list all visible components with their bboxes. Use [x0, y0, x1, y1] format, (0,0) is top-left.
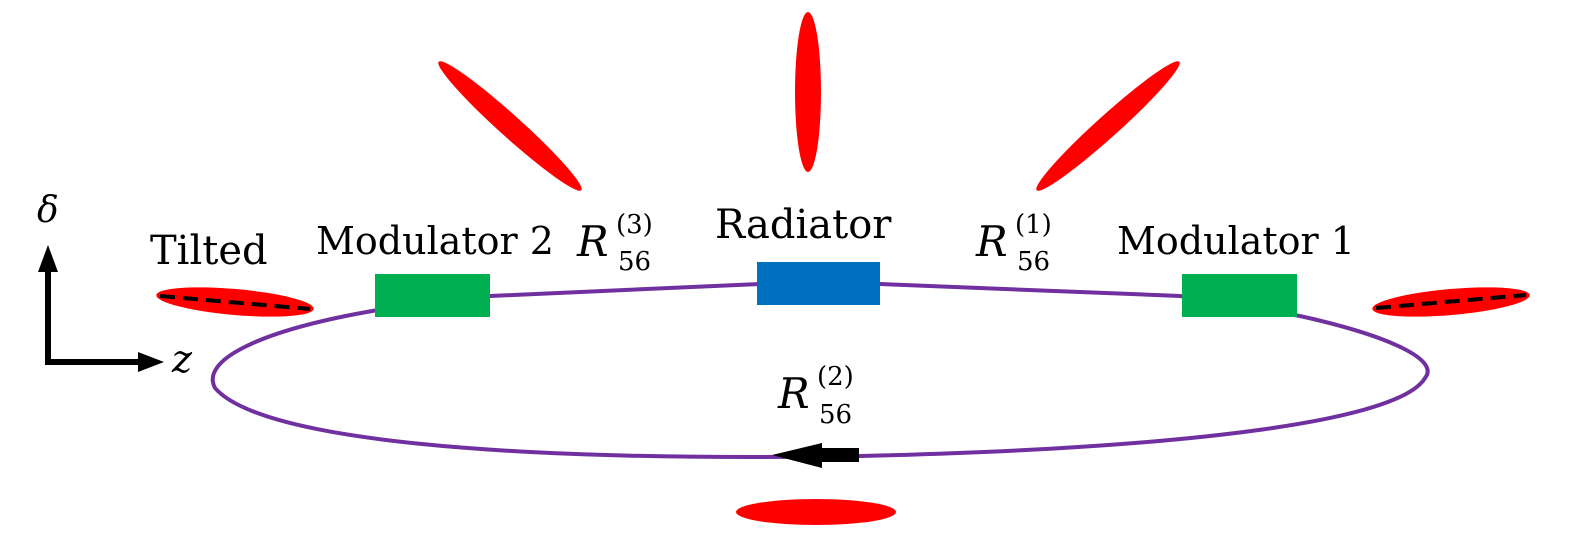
- modulator-1-label: Modulator 1: [1117, 219, 1355, 263]
- tilted-label: Tilted: [150, 228, 268, 274]
- delta-axis-label: δ: [37, 190, 59, 231]
- phase-space-axes: [38, 245, 164, 372]
- r56-section-2-label: R (2) 56: [777, 362, 854, 430]
- svg-text:(2): (2): [817, 362, 854, 392]
- r56-section-3-label: R (3) 56: [576, 210, 653, 277]
- modulator-1-block: [1182, 274, 1297, 317]
- svg-text:(3): (3): [616, 210, 653, 240]
- modulator-2-block: [375, 274, 490, 317]
- bunch-left: [156, 287, 314, 317]
- r56-section-1-label: R (1) 56: [975, 210, 1052, 277]
- bunch-top-left: [438, 61, 582, 191]
- svg-text:R: R: [975, 217, 1008, 266]
- bunch-right: [1372, 287, 1530, 317]
- z-axis-label: z: [171, 337, 193, 381]
- bunch-top-right: [1036, 61, 1180, 191]
- svg-text:R: R: [576, 217, 609, 266]
- storage-ring: [210, 282, 1430, 459]
- svg-text:56: 56: [819, 400, 852, 430]
- bunch-bottom: [736, 499, 896, 525]
- svg-text:56: 56: [618, 247, 651, 277]
- modulator-2-label: Modulator 2: [316, 219, 554, 263]
- svg-text:(1): (1): [1015, 210, 1052, 240]
- radiator-block: [757, 262, 880, 305]
- radiator-label: Radiator: [715, 202, 892, 248]
- direction-arrow: [772, 443, 859, 468]
- svg-text:56: 56: [1017, 247, 1050, 277]
- bunch-top-center: [795, 12, 821, 172]
- svg-text:R: R: [777, 369, 810, 418]
